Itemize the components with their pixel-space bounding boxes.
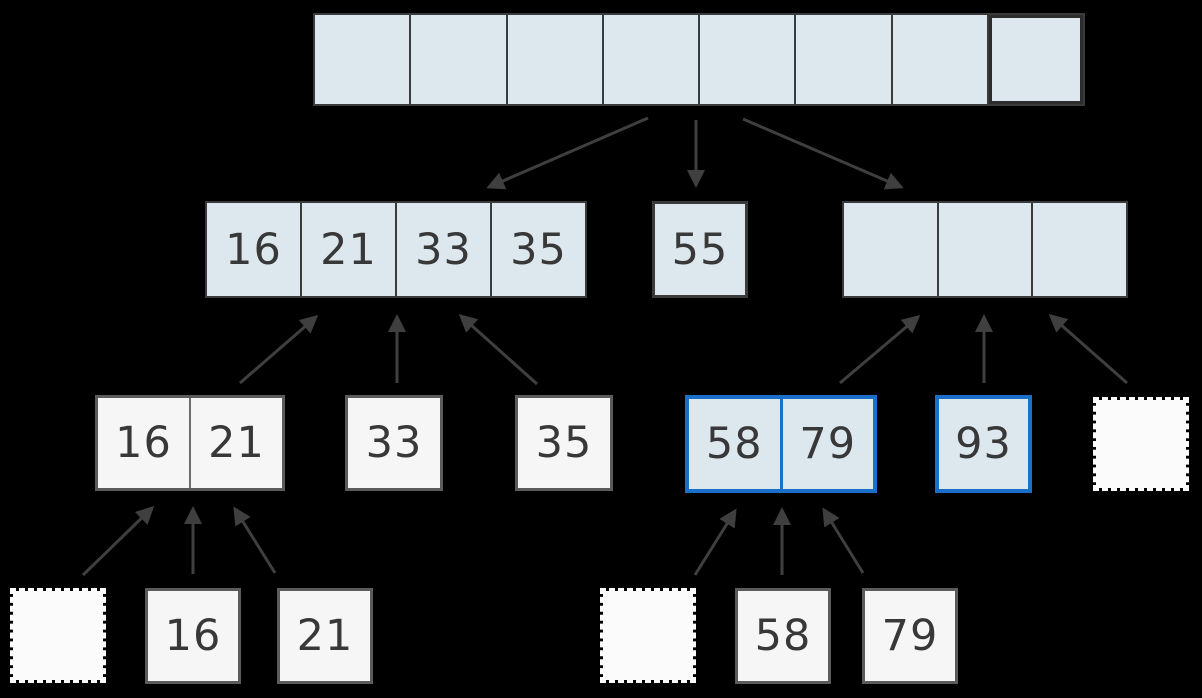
run-35: 35 — [515, 395, 613, 491]
array-cell: 93 — [955, 419, 1012, 469]
array-cell: 33 — [365, 418, 423, 468]
merge-arrow — [1048, 314, 1128, 385]
merge-arrow — [233, 506, 277, 574]
array-cell: 35 — [490, 203, 585, 296]
array-cell: 58 — [754, 611, 812, 661]
array-cell: 21 — [296, 611, 354, 661]
array-cell: 21 — [300, 203, 395, 296]
merge-arrow — [81, 505, 155, 577]
array-cell — [890, 15, 987, 104]
array-cell — [1096, 400, 1186, 488]
array-cell: 79 — [779, 399, 874, 489]
array-cell: 55 — [671, 224, 729, 275]
leaf-placeholder-right — [600, 588, 696, 683]
array-cell: 16 — [225, 224, 282, 275]
array-merged-right — [842, 201, 1128, 298]
array-cell — [601, 15, 698, 104]
array-cell-current — [986, 15, 1083, 104]
array-top — [313, 13, 1085, 106]
split-arrow — [742, 117, 904, 190]
leaf-placeholder-left — [10, 588, 106, 683]
array-cell: 21 — [189, 398, 282, 488]
merge-arrow — [822, 507, 865, 574]
array-cell: 35 — [535, 418, 593, 468]
array-cell: 16 — [164, 611, 222, 661]
array-cell — [315, 15, 409, 104]
array-cell — [505, 15, 602, 104]
array-cell: 79 — [881, 611, 939, 661]
run-33: 33 — [345, 395, 443, 491]
array-cell — [13, 591, 103, 680]
run-93-highlighted: 93 — [935, 395, 1032, 493]
leaf-58: 58 — [735, 588, 831, 684]
array-cell: 58 — [705, 419, 763, 469]
leaf-16: 16 — [145, 588, 241, 684]
array-cell: 33 — [395, 203, 490, 296]
array-cell — [698, 15, 794, 104]
run-16-21: 16 21 — [95, 395, 285, 491]
array-cell: 16 — [115, 418, 172, 468]
array-cell — [794, 15, 890, 104]
split-arrow — [486, 116, 649, 190]
array-cell — [603, 591, 693, 680]
merge-arrow — [239, 315, 319, 385]
leaf-21: 21 — [277, 588, 373, 684]
array-cell — [409, 15, 505, 104]
array-cell — [844, 203, 937, 296]
merge-arrow — [839, 315, 921, 385]
leaf-79: 79 — [862, 588, 958, 684]
array-cell — [936, 203, 1032, 296]
array-merged-mid: 55 — [652, 201, 748, 298]
merge-arrow — [458, 313, 539, 386]
merge-arrow — [693, 508, 737, 576]
array-merged-left: 16 21 33 35 — [205, 201, 587, 298]
array-cell — [1031, 203, 1126, 296]
run-58-79-highlighted: 58 79 — [685, 395, 877, 493]
run-placeholder-right — [1093, 397, 1189, 491]
